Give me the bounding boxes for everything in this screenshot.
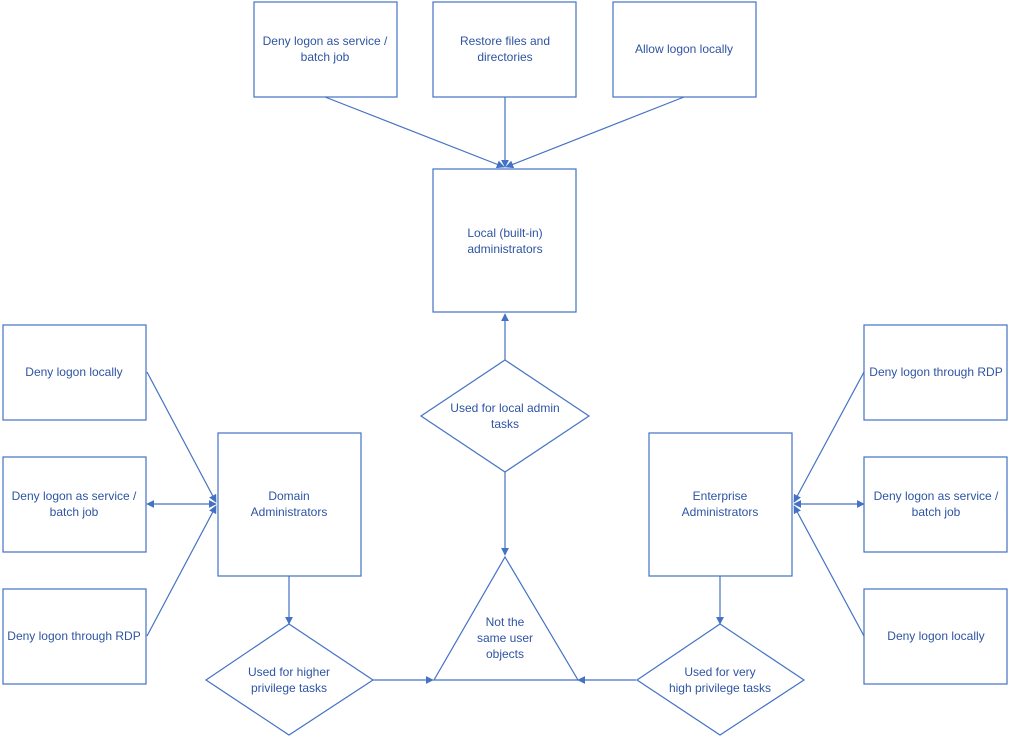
svg-text:Deny logon locally: Deny logon locally bbox=[25, 365, 122, 379]
node-not-same: Not the same user objects bbox=[432, 555, 580, 681]
node-label-line: directories bbox=[477, 50, 532, 64]
node-label-line: Deny logon through RDP bbox=[7, 629, 140, 643]
svg-text:Deny logon through RDP: Deny logon through RDP bbox=[7, 629, 140, 643]
svg-text:Deny logon as service /batch j: Deny logon as service / batch job bbox=[12, 489, 137, 519]
edge-allow-local-to-local-admins bbox=[505, 96, 685, 169]
node-label-line: Domain bbox=[268, 489, 309, 503]
svg-text:Deny logon as service /batch j: Deny logon as service / batch job bbox=[263, 34, 388, 64]
svg-text:Deny logon as service /batch j: Deny logon as service / batch job bbox=[874, 489, 999, 519]
edge-deny-rdp-right-to-enterprise-admins bbox=[793, 371, 865, 503]
node-label-line: tasks bbox=[491, 417, 519, 431]
node-deny-service-left: Deny logon as service / batch job bbox=[2, 456, 147, 553]
node-deny-local-left: Deny logon locally bbox=[2, 324, 147, 421]
node-label-line: Administrators bbox=[251, 505, 328, 519]
node-label-line: same user bbox=[477, 631, 533, 645]
node-deny-service-top: Deny logon as service / batch job bbox=[253, 1, 398, 98]
node-label-line: objects bbox=[486, 647, 524, 661]
svg-text:Allow logon locally: Allow logon locally bbox=[635, 42, 733, 56]
node-local-admins: Local (built-in) administrators bbox=[432, 168, 577, 313]
svg-text:Deny logon through RDP: Deny logon through RDP bbox=[869, 365, 1002, 379]
node-label-line: batch job bbox=[301, 50, 350, 64]
svg-text:Deny logon locally: Deny logon locally bbox=[887, 629, 984, 643]
node-deny-rdp-left: Deny logon through RDP bbox=[2, 588, 147, 685]
node-label-line: batch job bbox=[50, 505, 99, 519]
node-deny-rdp-right: Deny logon through RDP bbox=[863, 324, 1008, 421]
node-label-line: Administrators bbox=[682, 505, 759, 519]
node-label-line: Used for local admin bbox=[450, 401, 559, 415]
node-label-line: Deny logon as service / bbox=[263, 34, 388, 48]
node-label-line: Deny logon locally bbox=[25, 365, 122, 379]
node-label-line: administrators bbox=[467, 242, 542, 256]
node-label-line: Deny logon locally bbox=[887, 629, 984, 643]
node-label-line: Not the bbox=[486, 615, 525, 629]
node-local-admin-tasks: Used for local admin tasks bbox=[419, 359, 591, 473]
node-restore-files: Restore files and directories bbox=[432, 1, 577, 98]
svg-text:Local (built-in)administrators: Local (built-in) administrators bbox=[467, 226, 542, 256]
node-very-high-tasks: Used for very high privilege tasks bbox=[635, 623, 806, 736]
edge-deny-local-right-to-enterprise-admins bbox=[793, 505, 865, 637]
node-label-line: Local (built-in) bbox=[467, 226, 542, 240]
node-label-line: Enterprise bbox=[693, 489, 748, 503]
node-allow-local: Allow logon locally bbox=[612, 1, 757, 98]
edge-deny-rdp-left-to-domain-admins bbox=[146, 505, 217, 637]
node-label-line: high privilege tasks bbox=[669, 681, 771, 695]
node-label-line: Deny logon through RDP bbox=[869, 365, 1002, 379]
node-higher-tasks: Used for higher privilege tasks bbox=[204, 623, 375, 736]
node-deny-local-right: Deny logon locally bbox=[863, 588, 1008, 685]
node-label-line: Used for very bbox=[684, 665, 755, 679]
edges bbox=[146, 96, 865, 684]
node-label-line: Used for higher bbox=[248, 665, 330, 679]
node-deny-service-right: Deny logon as service / batch job bbox=[863, 456, 1008, 553]
node-label-line: Allow logon locally bbox=[635, 42, 733, 56]
edge-deny-service-top-to-local-admins bbox=[324, 96, 505, 169]
node-label-line: batch job bbox=[912, 505, 961, 519]
node-label-line: Deny logon as service / bbox=[874, 489, 999, 503]
node-label-line: privilege tasks bbox=[251, 681, 327, 695]
node-label-line: Restore files and bbox=[460, 34, 550, 48]
node-label-line: Deny logon as service / bbox=[12, 489, 137, 503]
edge-deny-local-left-to-domain-admins bbox=[146, 371, 217, 503]
